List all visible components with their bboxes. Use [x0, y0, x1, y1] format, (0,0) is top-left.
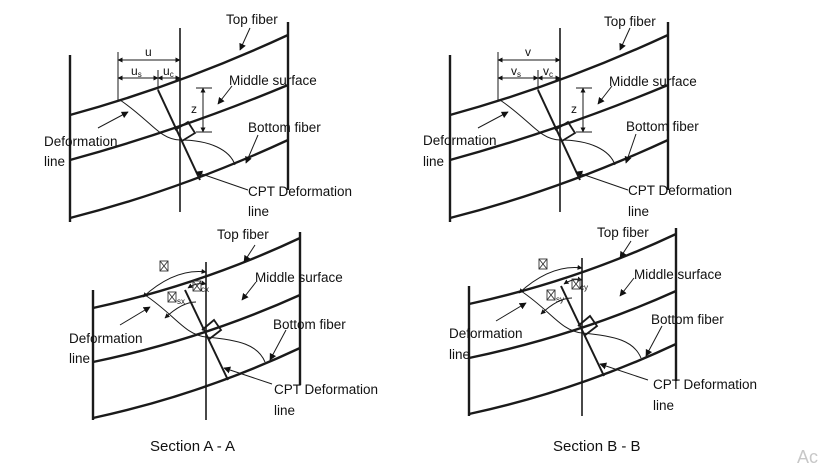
- theta-c-symbol-x: [192, 280, 202, 292]
- right-angle-mark: [201, 318, 223, 341]
- leader-cpt: [599, 362, 649, 381]
- caption-section-a: Section A - A: [150, 438, 235, 455]
- dim-vc-label: vc: [543, 64, 553, 79]
- leader-cpt: [195, 170, 249, 191]
- middle-surface-label: Middle surface: [255, 270, 343, 285]
- leader-deformation: [477, 111, 509, 129]
- rotation-arc-small: [187, 280, 207, 289]
- top-fiber-label: Top fiber: [604, 14, 656, 29]
- panel-bottom-right: sy cy Top fiber Middle surface Bottom fi…: [449, 225, 757, 416]
- dim-us-label: us: [131, 64, 142, 79]
- theta-c-symbol: [192, 280, 202, 292]
- dim-u-label: u: [145, 45, 152, 59]
- cpt-label-1: CPT Deformation: [653, 377, 757, 392]
- theta-c-subscript: cy: [580, 283, 588, 292]
- cpt-deformation-line: [184, 289, 229, 381]
- theta-s-subscript: sx: [177, 297, 185, 306]
- middle-surface-curve: [92, 293, 301, 364]
- leader-bottom-fiber: [269, 329, 287, 361]
- cpt-label-1: CPT Deformation: [274, 382, 378, 397]
- theta-total-symbol: [159, 260, 169, 272]
- panel-top-left: u us uc z Top fiber Middle surface Botto…: [44, 12, 352, 222]
- leader-middle-surface: [241, 281, 257, 301]
- theta-c-symbol: [571, 278, 581, 290]
- theta-total-symbol-x: [159, 260, 169, 272]
- right-angle-mark: [577, 314, 599, 337]
- theta-s-symbol-x: [546, 289, 556, 301]
- leader-middle-surface: [217, 85, 233, 105]
- right-angle-mark: [554, 120, 577, 142]
- right-angle-mark: [174, 120, 197, 142]
- leader-cpt: [575, 170, 629, 191]
- cpt-label-2: line: [274, 403, 295, 418]
- leader-deformation: [495, 302, 527, 322]
- rotation-arc-outer: [518, 264, 583, 294]
- bottom-fiber-label: Bottom fiber: [273, 317, 346, 332]
- leader-middle-surface: [619, 277, 635, 297]
- deformation-label-2: line: [423, 154, 444, 169]
- dim-z-label: z: [571, 102, 577, 116]
- watermark: Ac: [797, 447, 818, 467]
- dim-z-label: z: [191, 102, 197, 116]
- leader-top-fiber: [243, 244, 256, 263]
- cpt-label-2: line: [628, 204, 649, 219]
- leader-middle-surface: [597, 85, 613, 105]
- leader-bottom-fiber: [245, 134, 259, 164]
- panel-top-right: v vs vc z Top fiber Middle surface Botto…: [423, 14, 732, 222]
- theta-s-symbol: [167, 291, 177, 303]
- bottom-fiber-label: Bottom fiber: [248, 120, 321, 135]
- middle-surface-curve: [468, 289, 677, 360]
- cpt-label-1: CPT Deformation: [248, 184, 352, 199]
- cpt-deformation-line: [157, 89, 201, 181]
- cpt-label-2: line: [248, 204, 269, 219]
- deformation-label-1: Deformation: [44, 134, 118, 149]
- cpt-label-2: line: [653, 398, 674, 413]
- leader-deformation: [97, 111, 129, 129]
- middle-surface-label: Middle surface: [634, 267, 722, 282]
- deformation-label-2: line: [449, 347, 470, 362]
- leader-bottom-fiber: [645, 325, 663, 357]
- leader-top-fiber: [239, 27, 251, 51]
- deformation-label-1: Deformation: [449, 326, 523, 341]
- top-fiber-label: Top fiber: [226, 12, 278, 27]
- rotation-arc-outer: [142, 268, 207, 298]
- top-fiber-label: Top fiber: [217, 227, 269, 242]
- theta-total-symbol: [538, 258, 548, 270]
- panel-bottom-left: sx cx Top fiber Middle surface Bottom fi…: [69, 227, 378, 420]
- dim-v-label: v: [525, 45, 531, 59]
- theta-c-symbol-x: [571, 278, 581, 290]
- leader-cpt: [223, 366, 273, 385]
- deformation-curve: [499, 99, 616, 166]
- caption-section-b: Section B - B: [553, 438, 641, 455]
- middle-surface-label: Middle surface: [609, 74, 697, 89]
- bottom-fiber-label: Bottom fiber: [626, 119, 699, 134]
- deformation-label-2: line: [44, 154, 65, 169]
- rotation-arc-inner: [540, 297, 573, 315]
- deformation-label-1: Deformation: [69, 331, 143, 346]
- cpt-deformation-line: [560, 285, 605, 377]
- deformation-label-1: Deformation: [423, 133, 497, 148]
- deformation-curve: [520, 290, 642, 359]
- theta-s-subscript: sy: [556, 295, 564, 304]
- middle-surface-label: Middle surface: [229, 73, 317, 88]
- theta-s-symbol: [546, 289, 556, 301]
- deformation-curve: [144, 294, 266, 363]
- top-fiber-label: Top fiber: [597, 225, 649, 240]
- deformation-curve: [119, 99, 236, 166]
- theta-total-symbol-x: [538, 258, 548, 270]
- leader-top-fiber: [619, 240, 632, 259]
- leader-deformation: [119, 306, 151, 326]
- bottom-fiber-label: Bottom fiber: [651, 312, 724, 327]
- theta-s-symbol-x: [167, 291, 177, 303]
- cpt-label-1: CPT Deformation: [628, 183, 732, 198]
- deformation-label-2: line: [69, 351, 90, 366]
- dim-vs-label: vs: [511, 64, 521, 79]
- leader-top-fiber: [619, 27, 631, 51]
- leader-bottom-fiber: [624, 133, 637, 164]
- rotation-arc-inner: [164, 301, 197, 319]
- cpt-deformation-line: [537, 89, 581, 181]
- dim-uc-label: uc: [163, 64, 174, 79]
- theta-c-subscript: cx: [201, 285, 209, 294]
